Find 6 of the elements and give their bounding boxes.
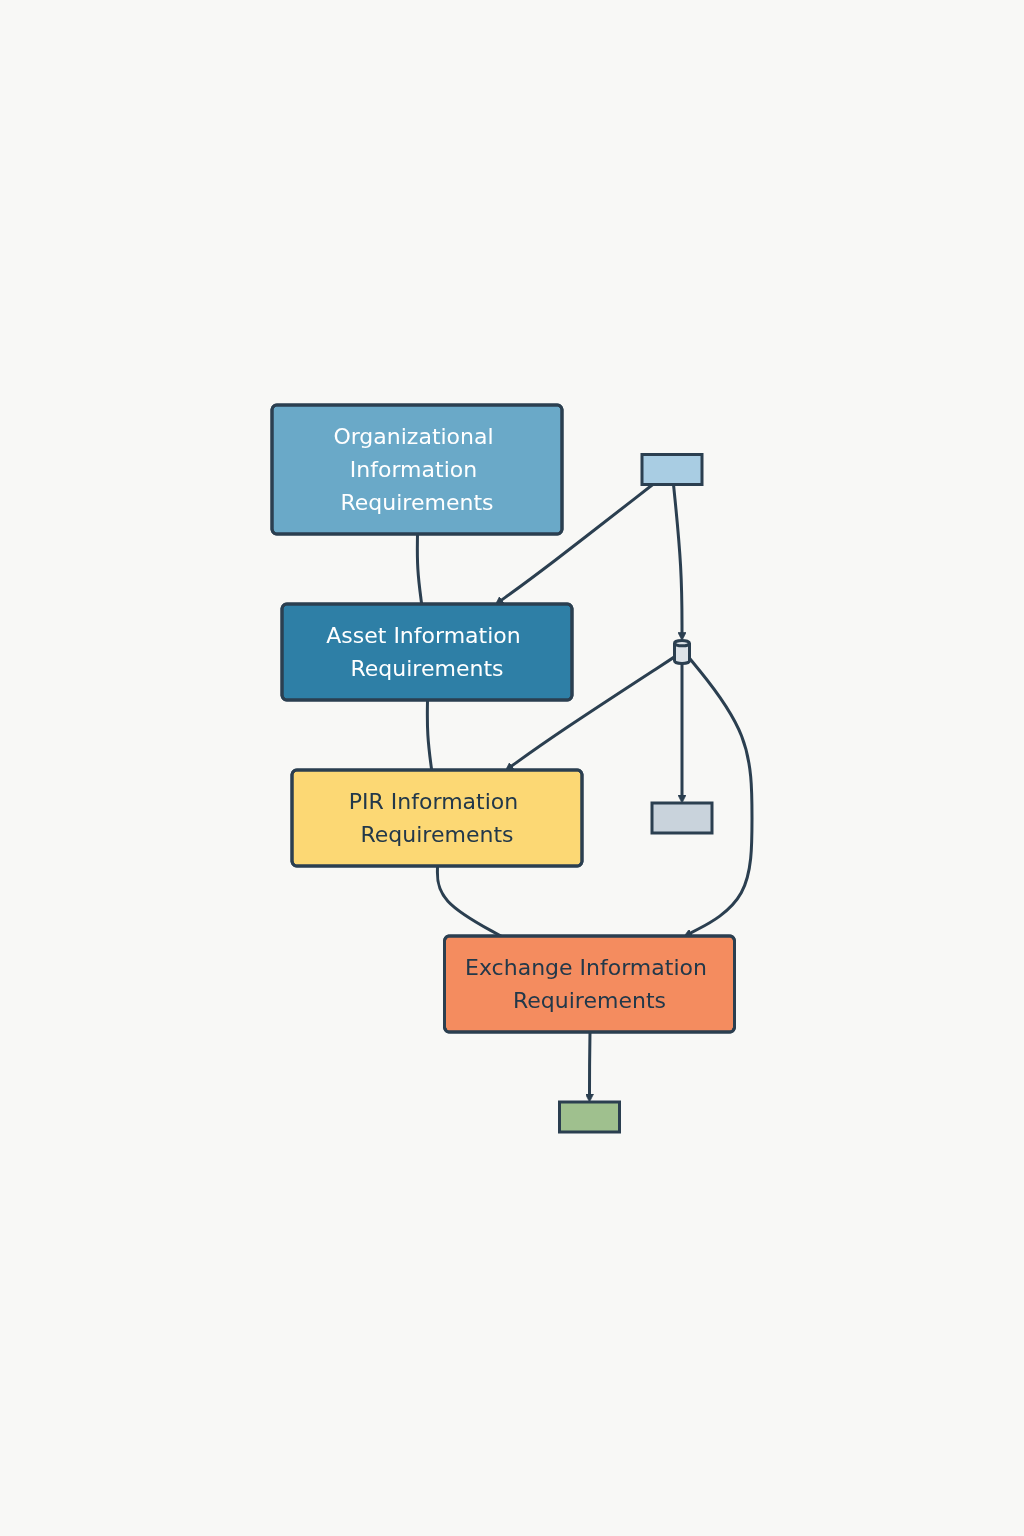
arrow <box>585 1031 594 1102</box>
node-box <box>640 452 704 486</box>
node-box <box>650 801 714 834</box>
arrow <box>677 663 687 803</box>
node-cylinder <box>673 638 691 665</box>
node-box <box>558 1100 621 1133</box>
